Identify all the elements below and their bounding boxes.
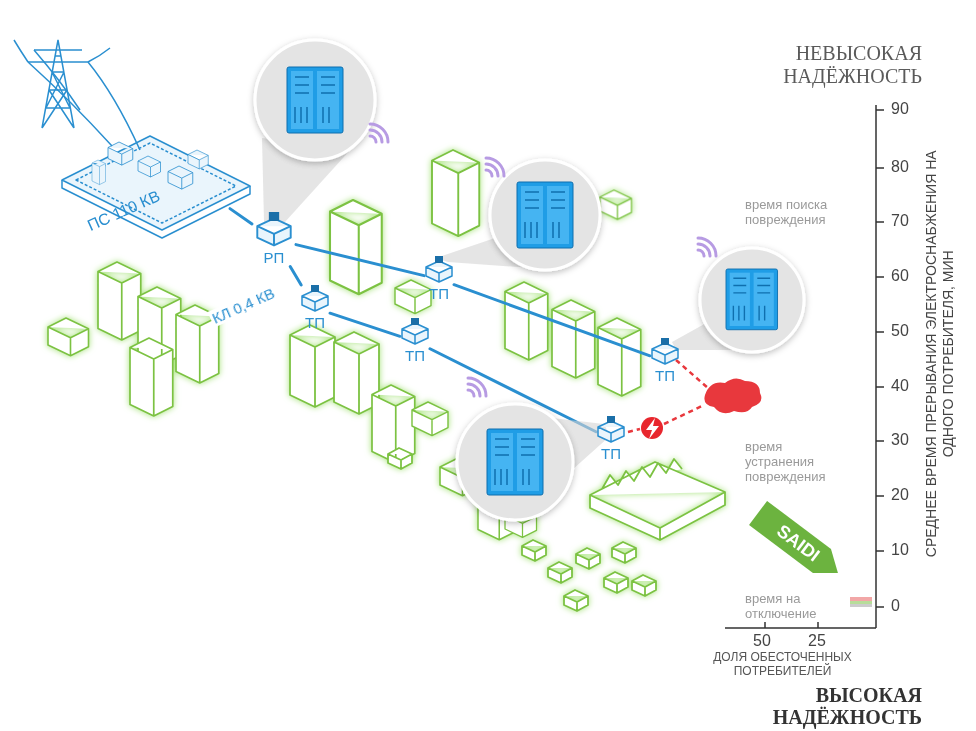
label-holder: время устранения повреждения	[745, 440, 845, 485]
tp-transformer	[311, 285, 319, 292]
label-holder: 80	[891, 158, 909, 176]
label-holder: время на отключение	[745, 592, 845, 622]
tp-cube	[426, 261, 452, 282]
saidi-arrow-body	[749, 501, 847, 585]
tick-label: 70	[891, 212, 909, 230]
chart-label: время поиска повреждения	[745, 198, 857, 228]
box-label: ТП	[601, 446, 621, 463]
buildings	[48, 150, 725, 611]
tick-label: 10	[891, 541, 909, 559]
substation-box: ТП	[424, 256, 454, 303]
label-holder: СРЕДНЕЕ ВРЕМЯ ПРЕРЫВАНИЯ ЭЛЕКТРОСНАБЖЕНИ…	[923, 139, 957, 569]
controller-devices	[287, 67, 778, 495]
saidi-bars	[850, 597, 872, 607]
label-holder: ВЫСОКАЯ НАДЁЖНОСТЬ	[752, 684, 922, 728]
substation-box: ТП	[650, 338, 680, 385]
substation-label: ПС 110 КВ	[85, 187, 163, 235]
tick-label: 30	[891, 431, 909, 449]
label-holder: 25	[808, 632, 826, 650]
chart-label: СРЕДНЕЕ ВРЕМЯ ПРЕРЫВАНИЯ ЭЛЕКТРОСНАБЖЕНИ…	[923, 139, 957, 569]
cable-label: КЛ 0,4 КВ	[208, 284, 279, 328]
label-holder: 20	[891, 486, 909, 504]
edge-label-holder: КЛ 0,4 КВ	[208, 284, 279, 328]
fault-marks	[628, 360, 761, 439]
tp-icon	[252, 212, 296, 248]
chart-axes	[725, 105, 884, 628]
tick-label: 50	[891, 322, 909, 340]
chart-label: ВЫСОКАЯ НАДЁЖНОСТЬ	[752, 684, 922, 728]
label-holder: 30	[891, 431, 909, 449]
substation-box: ТП	[300, 285, 330, 332]
label-holder: время поиска повреждения	[745, 198, 857, 228]
box-label: ТП	[405, 348, 425, 365]
substation-node: ПС 110 КВ	[40, 40, 230, 245]
label-holder: 70	[891, 212, 909, 230]
label-holder: ДОЛЯ ОБЕСТОЧЕННЫХ ПОТРЕБИТЕЛЕЙ	[695, 650, 870, 679]
label-holder: 50	[891, 322, 909, 340]
tp-cube	[652, 343, 678, 364]
label-holder: 0	[891, 597, 900, 615]
transmission-tower	[14, 40, 140, 150]
substation-box: ТП	[596, 416, 626, 463]
substation-illustration	[62, 136, 250, 238]
tp-cube	[402, 323, 428, 344]
tp-cube	[257, 218, 290, 245]
tp-transformer	[607, 416, 615, 423]
chart-label: ДОЛЯ ОБЕСТОЧЕННЫХ ПОТРЕБИТЕЛЕЙ	[695, 650, 870, 679]
substation-box: ТП	[400, 318, 430, 365]
tick-label: 20	[891, 486, 909, 504]
cable-line	[296, 245, 424, 276]
tick-label: 0	[891, 597, 900, 615]
chart-label: 50	[753, 632, 771, 650]
cable-line	[330, 313, 400, 336]
box-label: ТП	[429, 286, 449, 303]
cable-line	[454, 285, 650, 356]
chart-label: время устранения повреждения	[745, 440, 845, 485]
tp-transformer	[269, 212, 279, 221]
saidi-arrow: SAIDI	[748, 500, 848, 586]
saidi-arrow-group	[749, 501, 847, 585]
tp-icon	[400, 318, 430, 346]
tp-cube	[302, 290, 328, 311]
tp-icon	[424, 256, 454, 284]
tp-icon	[300, 285, 330, 313]
tp-icon	[650, 338, 680, 366]
tp-transformer	[661, 338, 669, 345]
tick-label: 60	[891, 267, 909, 285]
box-label: ТП	[305, 315, 325, 332]
tp-icon	[596, 416, 626, 444]
box-label: РП	[264, 250, 285, 267]
box-label: ТП	[655, 368, 675, 385]
tp-cube	[598, 421, 624, 442]
tp-transformer	[411, 318, 419, 325]
tick-label: 80	[891, 158, 909, 176]
callout-circles	[255, 40, 804, 520]
label-holder: 90	[891, 100, 909, 118]
tp-transformer	[435, 256, 443, 263]
label-holder: 60	[891, 267, 909, 285]
chart-label: время на отключение	[745, 592, 845, 622]
label-holder: НЕВЫСОКАЯ НАДЁЖНОСТЬ	[752, 42, 922, 88]
wireless-symbols	[370, 124, 716, 396]
chart-label: НЕВЫСОКАЯ НАДЁЖНОСТЬ	[752, 42, 922, 88]
cable-line	[230, 209, 252, 224]
label-holder: 10	[891, 541, 909, 559]
label-holder: 40	[891, 377, 909, 395]
label-holder: 50	[753, 632, 771, 650]
chart-label: 25	[808, 632, 826, 650]
tick-label: 90	[891, 100, 909, 118]
substation-box: РП	[252, 212, 296, 267]
tick-label: 40	[891, 377, 909, 395]
cable-line	[290, 267, 301, 286]
